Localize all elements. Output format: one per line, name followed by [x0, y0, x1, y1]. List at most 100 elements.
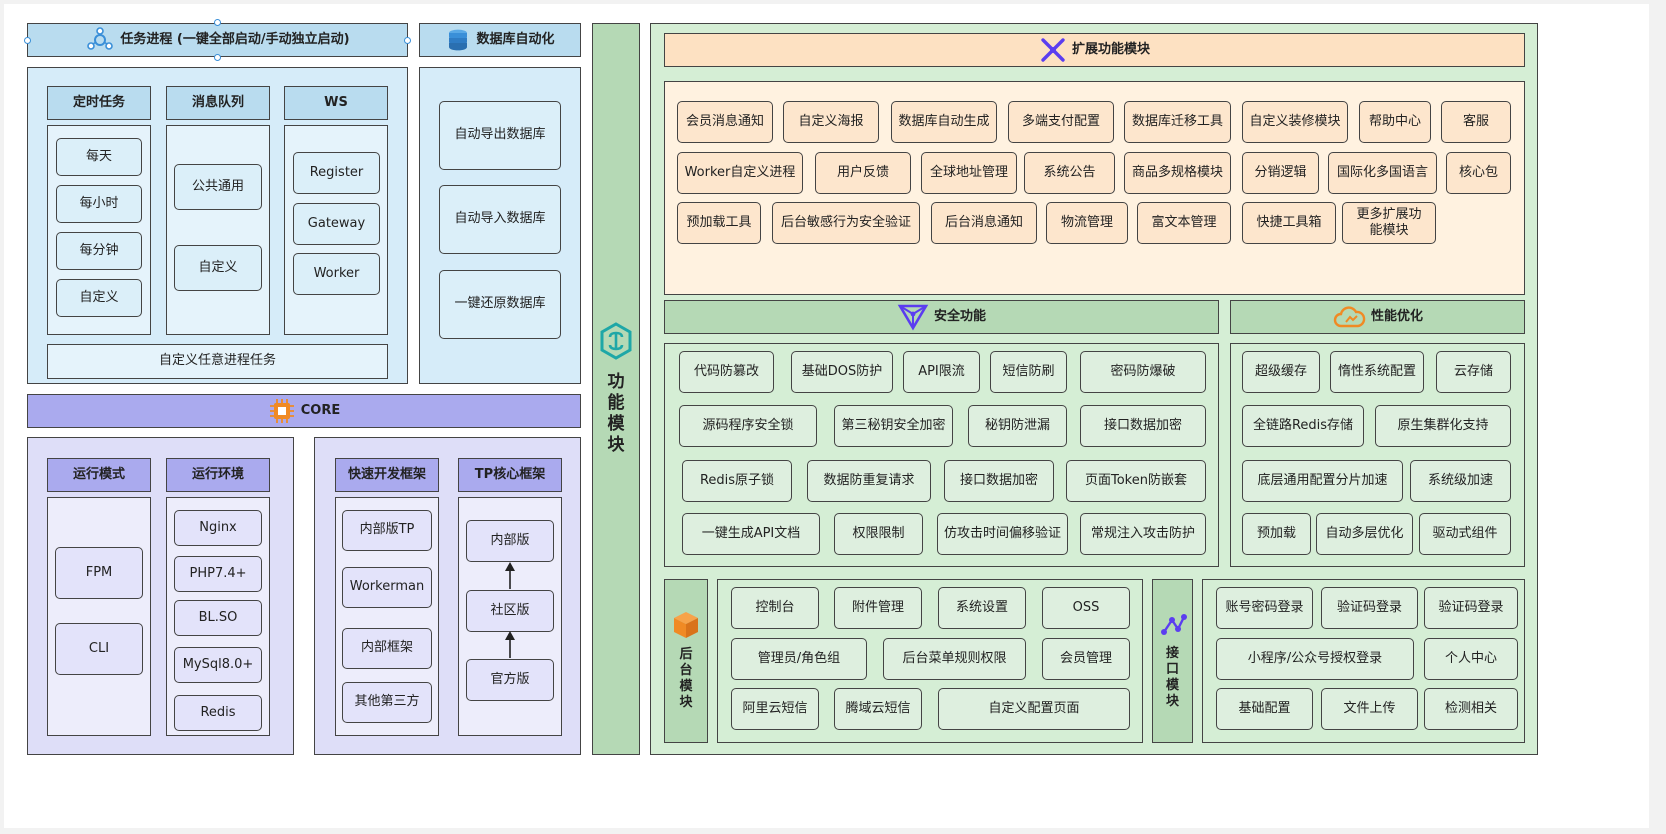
queue-item: 自定义	[174, 245, 262, 291]
ext-item: 客服	[1441, 101, 1511, 143]
api-item: 个人中心	[1424, 638, 1518, 680]
database-icon	[449, 29, 468, 51]
tp-core-item: 社区版	[466, 590, 554, 632]
ext-item: 核心包	[1446, 152, 1511, 194]
selection-handle[interactable]	[214, 54, 221, 61]
backend-char: 台	[679, 662, 693, 678]
queue-item: 公共通用	[174, 164, 262, 210]
security-item: 第三秘钥安全加密	[834, 405, 953, 447]
perf-title: 性能优化	[1370, 308, 1423, 324]
backend-char: 块	[679, 695, 693, 711]
arrow-up-icon	[505, 631, 515, 658]
run-env-item: Nginx	[174, 510, 262, 546]
arrow-up-icon	[505, 562, 515, 589]
selection-handle[interactable]	[404, 37, 411, 44]
api-item: 检测相关	[1424, 688, 1518, 730]
security-item: 数据防重复请求	[807, 460, 931, 502]
backend-module-label: 后 台 模 块	[664, 579, 708, 743]
perf-item: 惰性系统配置	[1330, 351, 1424, 393]
selection-handle[interactable]	[24, 37, 31, 44]
core-header: CORE	[27, 394, 581, 428]
ext-item: 自定义海报	[783, 101, 879, 143]
ext-item: 国际化多国语言	[1328, 152, 1437, 194]
backend-item: 系统设置	[938, 587, 1026, 629]
ws-header: WS	[284, 86, 388, 120]
api-module-label: 接 口 模 块	[1152, 579, 1193, 743]
security-item: 代码防篡改	[679, 351, 774, 393]
quick-dev-item: 内部版TP	[342, 510, 432, 551]
function-module-char: 功	[607, 371, 625, 392]
ext-item: 多端支付配置	[1008, 101, 1114, 143]
task-item: 自定义	[56, 279, 142, 317]
backend-item: OSS	[1042, 587, 1130, 629]
run-mode-panel	[47, 497, 151, 736]
backend-item: 附件管理	[834, 587, 922, 629]
api-item: 账号密码登录	[1216, 587, 1313, 629]
ext-item: 富文本管理	[1137, 202, 1231, 244]
api-node-icon	[1160, 613, 1187, 635]
security-item: 短信防刷	[990, 351, 1067, 393]
api-item: 文件上传	[1321, 688, 1418, 730]
backend-item: 腾域云短信	[834, 688, 922, 730]
api-item: 基础配置	[1216, 688, 1313, 730]
function-module-char: 块	[607, 435, 625, 456]
security-item: 基础DOS防护	[791, 351, 893, 393]
quick-dev-item: Workerman	[342, 567, 432, 608]
task-item: 每天	[56, 138, 142, 176]
cloud-icon	[1333, 306, 1366, 328]
api-char: 模	[1165, 678, 1179, 693]
ext-item: 数据库迁移工具	[1124, 101, 1231, 143]
ext-item: Worker自定义进程	[677, 152, 803, 194]
security-item: 密码防爆破	[1080, 351, 1206, 393]
db-item: 一键还原数据库	[439, 270, 561, 339]
api-char: 块	[1165, 694, 1179, 710]
backend-item: 自定义配置页面	[938, 688, 1130, 730]
ext-item: 快捷工具箱	[1242, 202, 1336, 244]
backend-item: 管理员/角色组	[731, 638, 867, 680]
perf-item: 超级缓存	[1242, 351, 1320, 393]
triangle-network-icon	[897, 304, 929, 331]
security-header: 安全功能	[664, 300, 1219, 334]
db-auto-header: 数据库自动化	[419, 23, 581, 57]
chip-icon	[269, 399, 294, 423]
quick-dev-header: 快速开发框架	[335, 458, 439, 492]
ext-item: 后台敏感行为安全验证	[772, 202, 920, 244]
architecture-canvas: 任务进程 (一键全部启动/手动独立启动) 定时任务 每天 每小时 每分钟 自定义…	[4, 4, 1649, 828]
run-mode-item: FPM	[55, 547, 143, 599]
timed-task-header: 定时任务	[47, 86, 151, 120]
ext-item: 分销逻辑	[1242, 152, 1319, 194]
ext-item: 帮助中心	[1359, 101, 1431, 143]
module-hex-icon	[600, 321, 632, 360]
process-icon	[87, 27, 114, 50]
ext-item: 物流管理	[1046, 202, 1128, 244]
task-process-title: 任务进程 (一键全部启动/手动独立启动)	[120, 31, 350, 47]
ext-item: 系统公告	[1024, 152, 1115, 194]
ws-item: Worker	[293, 253, 380, 295]
ext-item: 会员消息通知	[677, 101, 773, 143]
message-queue-header: 消息队列	[166, 86, 270, 120]
security-item: 秘钥防泄漏	[968, 405, 1067, 447]
quick-dev-item: 其他第三方	[342, 682, 432, 723]
ws-item: Gateway	[293, 203, 380, 245]
function-module-char: 能	[607, 392, 625, 413]
selection-handle[interactable]	[214, 19, 221, 26]
tp-core-item: 内部版	[466, 520, 554, 562]
api-item: 验证码登录	[1321, 587, 1418, 629]
ext-title: 扩展功能模块	[1071, 41, 1150, 57]
tp-core-header: TP核心框架	[458, 458, 562, 492]
security-item: 接口数据加密	[1080, 405, 1206, 447]
ext-item: 自定义装修模块	[1242, 101, 1348, 143]
security-item: 源码程序安全锁	[679, 405, 817, 447]
api-char: 接	[1165, 645, 1179, 661]
task-item: 每小时	[56, 185, 142, 223]
ext-item: 数据库自动生成	[891, 101, 997, 143]
ext-item: 后台消息通知	[931, 202, 1037, 244]
backend-item: 阿里云短信	[731, 688, 819, 730]
api-item: 验证码登录	[1424, 587, 1518, 629]
security-item: Redis原子锁	[682, 460, 792, 502]
ext-item: 更多扩展功能模块	[1342, 202, 1436, 244]
ws-item: Register	[293, 152, 380, 194]
db-item: 自动导出数据库	[439, 101, 561, 170]
backend-item: 控制台	[731, 587, 819, 629]
ext-item: 全球地址管理	[921, 152, 1017, 194]
